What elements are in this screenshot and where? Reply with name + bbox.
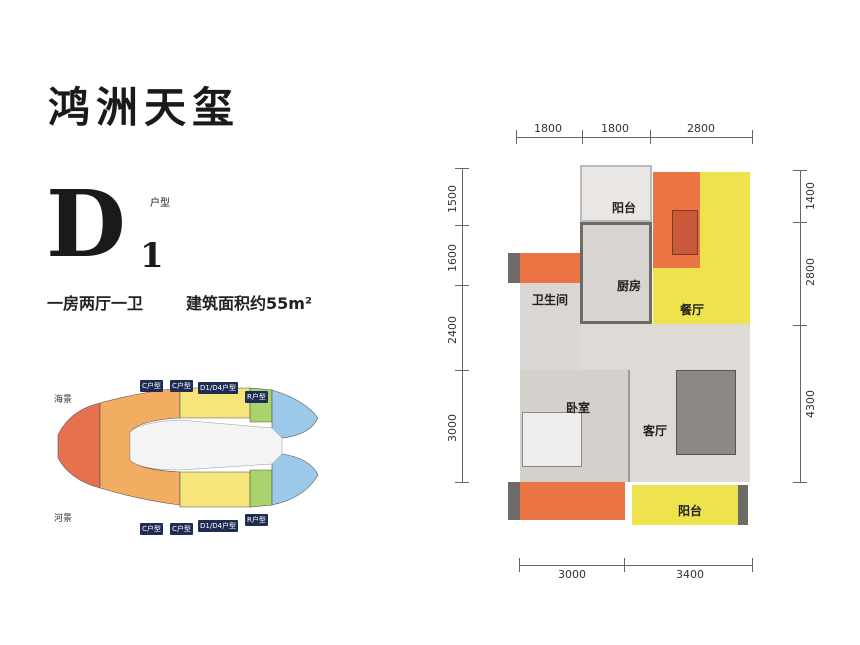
dim-bottom-2: 3400	[676, 568, 704, 581]
label-kitchen: 厨房	[617, 279, 642, 293]
unit-layout: 一房两厅一卫	[47, 294, 144, 313]
unit-area: 建筑面积约55m²	[186, 294, 312, 313]
dim-bottom-1: 3000	[558, 568, 586, 581]
unit-letter: D	[46, 170, 126, 278]
key-plan-drawing	[57, 387, 319, 508]
tag-top-c2: C户型	[170, 380, 193, 392]
view-sea: 海景	[54, 395, 73, 405]
label-dining: 餐厅	[680, 303, 705, 317]
tag-top-r: R户型	[245, 391, 268, 403]
dim-right-2: 2800	[804, 258, 817, 286]
label-balcony-south: 阳台	[678, 504, 703, 518]
key-plan: 海景 河景 C户型 C户型 D1/D4户型 R户型 C户型 C户型 D1/D4户…	[40, 370, 320, 540]
label-balcony-north: 阳台	[612, 201, 637, 215]
balcony-south	[632, 485, 748, 525]
bathroom	[520, 283, 580, 370]
label-bathroom: 卫生间	[532, 293, 569, 307]
sofa-rug	[676, 370, 736, 455]
balcony-north	[580, 165, 652, 222]
tag-bottom-c1: C户型	[140, 523, 163, 535]
tag-top-d: D1/D4户型	[198, 382, 239, 394]
view-river: 河景	[54, 514, 73, 524]
unit-number: 1	[140, 236, 164, 276]
dining-table	[672, 210, 698, 255]
bed	[522, 412, 582, 467]
tag-bottom-r: R户型	[245, 514, 268, 526]
dim-left-3: 2400	[446, 316, 459, 344]
label-living: 客厅	[643, 424, 668, 438]
tag-top-c1: C户型	[140, 380, 163, 392]
bay-window	[508, 482, 625, 520]
tag-bottom-d: D1/D4户型	[198, 520, 239, 532]
dim-left-2: 1600	[446, 244, 459, 272]
bathroom-accent	[508, 253, 580, 283]
dim-right-3: 4300	[804, 390, 817, 418]
dim-top-3: 2800	[687, 122, 715, 135]
unit-type-label: 户型	[150, 198, 170, 209]
dim-right-1: 1400	[804, 182, 817, 210]
label-bedroom: 卧室	[566, 401, 591, 415]
kitchen	[580, 222, 652, 324]
dim-left-4: 3000	[446, 414, 459, 442]
dim-left-1: 1500	[446, 185, 459, 213]
tag-bottom-c2: C户型	[170, 523, 193, 535]
dim-top-1: 1800	[534, 122, 562, 135]
project-title: 鸿洲天玺	[48, 83, 241, 132]
dim-top-2: 1800	[601, 122, 629, 135]
